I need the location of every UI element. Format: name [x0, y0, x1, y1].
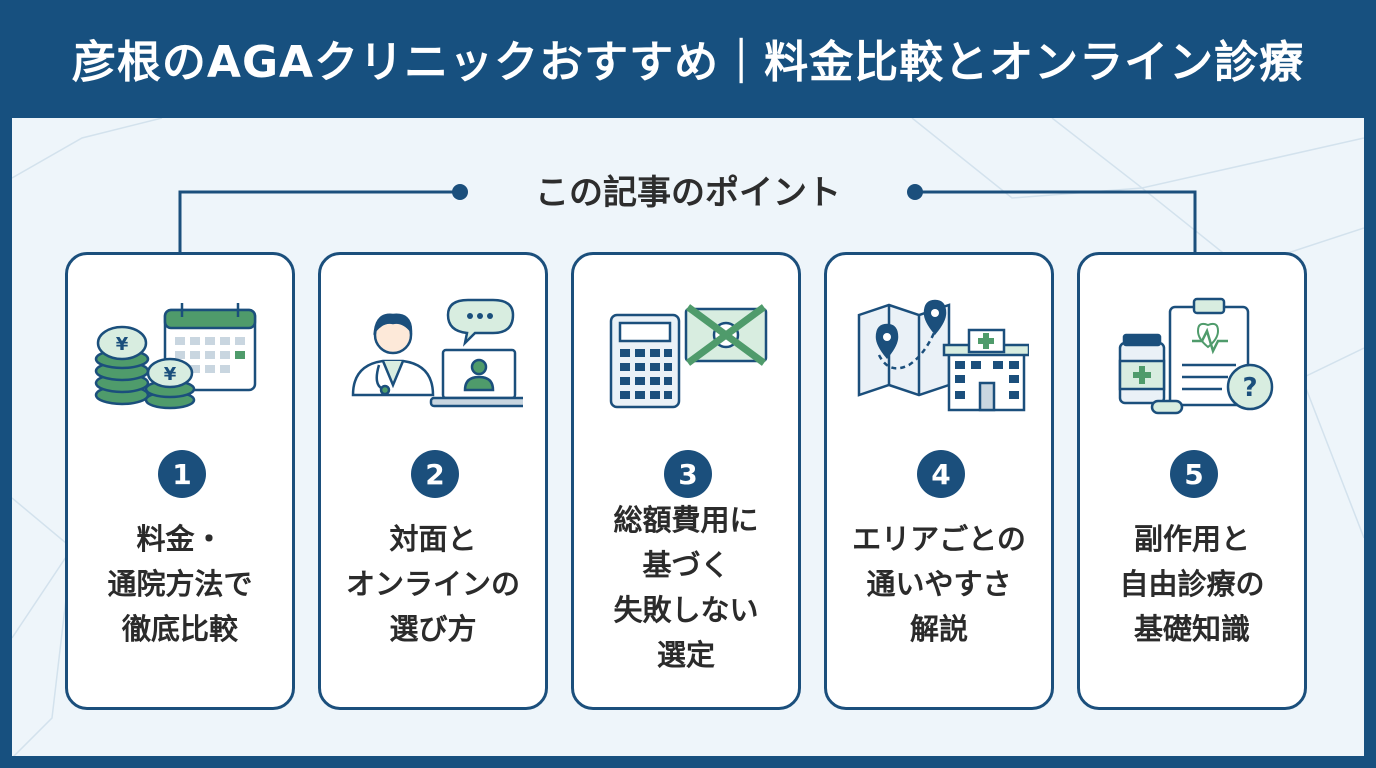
doctor-online-consultation-icon	[351, 298, 523, 408]
map-clinic-icon	[857, 299, 1029, 412]
point-text-line: 選び方	[389, 612, 477, 646]
point-text-line: 通院方法で	[107, 567, 253, 601]
point-card-text: 総額費用に 基づく 失敗しない 選定	[574, 498, 798, 678]
point-text-line: 失敗しない	[613, 593, 759, 627]
svg-text:¥: ¥	[164, 364, 177, 385]
point-text-line: 料金・	[136, 522, 224, 556]
point-number-badge: 3	[664, 450, 712, 498]
point-number-badge: 4	[917, 450, 965, 498]
svg-text:¥: ¥	[116, 334, 129, 355]
point-text-line: 解説	[909, 612, 968, 646]
point-card-text: 料金・ 通院方法で 徹底比較	[68, 517, 292, 652]
point-card-5: ? 5 副作用と 自由診療の 基礎知識	[1077, 252, 1307, 710]
point-text-line: 基づく	[642, 548, 730, 582]
point-text-line: 基礎知識	[1133, 612, 1250, 646]
page-title: 彦根のAGAクリニックおすすめ｜料金比較とオンライン診療	[71, 37, 1305, 88]
svg-text:?: ?	[1242, 373, 1257, 403]
content-panel: この記事のポイント	[12, 118, 1364, 756]
point-card-4: 4 エリアごとの 通いやすさ 解説	[824, 252, 1054, 710]
points-heading: この記事のポイント	[535, 173, 841, 213]
point-text-line: 自由診療の	[1119, 567, 1265, 601]
point-text-line: 副作用と	[1133, 522, 1250, 556]
calculator-cost-icon	[609, 304, 768, 409]
point-card-text: 対面と オンラインの 選び方	[321, 517, 545, 652]
point-number-badge: 5	[1170, 450, 1218, 498]
point-card-3: 3 総額費用に 基づく 失敗しない 選定	[571, 252, 801, 710]
point-text-line: オンラインの	[345, 567, 520, 601]
point-number-badge: 2	[411, 450, 459, 498]
medicine-clipboard-question-icon: ?	[1118, 297, 1274, 415]
point-card-text: 副作用と 自由診療の 基礎知識	[1080, 517, 1304, 652]
title-connector-lines	[178, 184, 1197, 252]
point-text-line: 選定	[656, 638, 715, 672]
point-text-line: 総額費用に	[613, 503, 759, 537]
point-text-line: 徹底比較	[121, 612, 238, 646]
point-card-2: 2 対面と オンラインの 選び方	[318, 252, 548, 710]
point-text-line: 対面と	[389, 522, 477, 556]
point-number-badge: 1	[158, 450, 206, 498]
point-card-text: エリアごとの 通いやすさ 解説	[827, 517, 1051, 652]
yen-coins-calendar-icon: ¥ ¥	[94, 303, 257, 410]
point-card-1: ¥ ¥ 1 料金・ 通院方法で 徹底比較	[65, 252, 295, 710]
point-text-line: エリアごとの	[852, 522, 1026, 556]
point-text-line: 通いやすさ	[866, 567, 1012, 601]
